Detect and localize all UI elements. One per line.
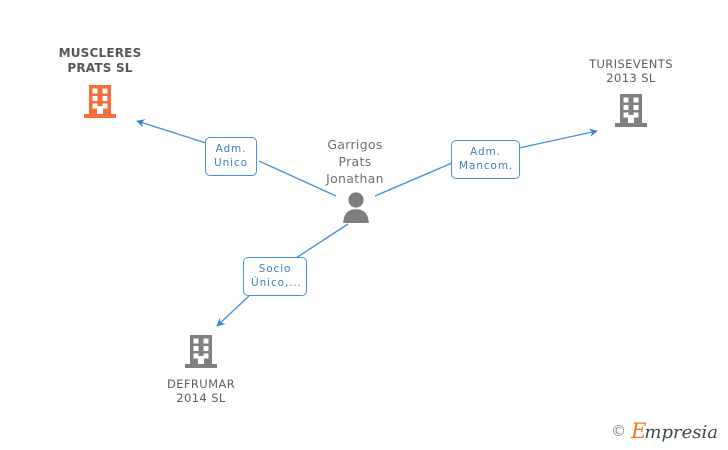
empresia-watermark: © E mpresia (611, 421, 718, 442)
node-muscleres-prats-sl[interactable]: MUSCLERES PRATS SL (32, 46, 168, 118)
node-person-garrigos-prats-jonathan[interactable] (339, 191, 373, 223)
empresia-logo: E mpresia (631, 421, 718, 442)
building-icon[interactable] (133, 334, 269, 368)
edge-label-adm-mancom-line1: Adm. (470, 146, 501, 158)
person-label-line1: Garrigos (327, 137, 383, 152)
edge-line-adm-unico-to-muscleres (136, 119, 207, 144)
edge-line-adm-mancom-to-turisevents (518, 128, 598, 149)
edge-label-adm-unico-line1: Adm. (215, 143, 247, 155)
node-muscleres-label-line1: MUSCLERES (58, 46, 142, 60)
node-defrumar-label-line2: 2014 SL (176, 391, 226, 405)
edge-line-person-to-socio-unico (295, 223, 349, 259)
edge-label-adm-mancom-line2: Mancom. (459, 160, 514, 172)
node-defrumar-2014-sl[interactable]: DEFRUMAR 2014 SL (133, 334, 269, 405)
edge-label-adm-unico[interactable]: Adm. Unico (205, 137, 257, 176)
person-label-line2: Prats (338, 154, 372, 169)
empresia-logo-initial: E (631, 419, 647, 443)
edge-label-socio-unico[interactable]: Socio Único,... (243, 257, 307, 296)
copyright-icon: © (611, 422, 627, 440)
empresia-logo-text: mpresia (644, 422, 718, 443)
node-turisevents-label-line1: TURISEVENTS (589, 57, 673, 71)
person-icon[interactable] (339, 191, 373, 223)
node-turisevents-label-line2: 2013 SL (606, 71, 656, 85)
node-turisevents-2013-sl[interactable]: TURISEVENTS 2013 SL (563, 57, 699, 127)
building-icon[interactable] (563, 93, 699, 127)
person-label-line3: Jonathan (326, 171, 384, 186)
building-icon[interactable] (32, 84, 168, 118)
edge-line-socio-unico-to-defrumar (216, 295, 250, 327)
node-defrumar-label-line1: DEFRUMAR (166, 377, 236, 391)
edge-label-socio-unico-line1: Socio (258, 263, 292, 275)
person-node-label: Garrigos Prats Jonathan (290, 136, 420, 187)
edge-label-adm-mancom[interactable]: Adm. Mancom. (451, 140, 520, 179)
edge-label-adm-unico-line2: Unico (214, 157, 248, 169)
edge-label-socio-unico-line2: Único,... (251, 277, 302, 289)
node-muscleres-label-line2: PRATS SL (67, 61, 133, 75)
